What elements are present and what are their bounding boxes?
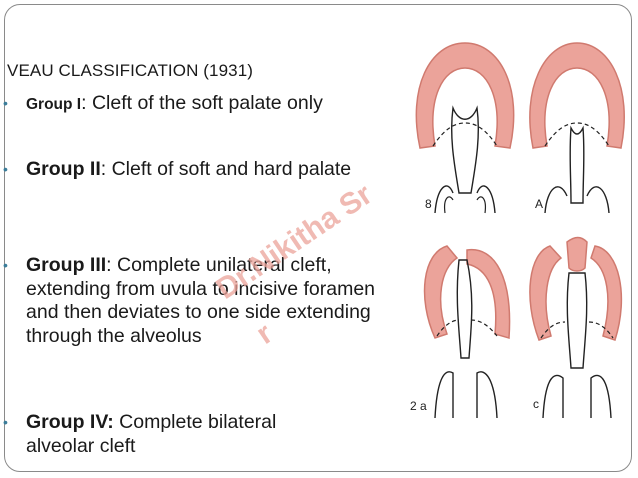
palate-figure-unilateral [423,245,511,419]
palate-figure-soft-hard [529,42,625,214]
bullet-icon: • [3,414,8,430]
slide-title: VEAU CLASSIFICATION (1931) [7,61,254,80]
group-label: Group IV: [26,411,114,433]
group-label: Group II [26,158,101,180]
slide-frame [4,4,632,472]
bullet-icon: • [3,95,8,111]
group-text: : Complete unilateral cleft, extending f… [26,254,376,347]
figure-letter: 2 a [410,399,427,413]
figure-letter: c [533,397,539,411]
group-text: : Cleft of soft and hard palate [100,158,352,180]
palate-figures: 8 A 2 a c [410,42,625,419]
group-text: Complete bilateral alveolar cleft [26,411,277,457]
palate-figure-bilateral [529,236,623,419]
figure-letter: 8 [425,197,432,211]
group-label: Group I [26,96,82,113]
palate-figure-soft [415,42,515,214]
figure-letter: A [535,197,543,211]
bullet-icon: • [3,257,8,273]
group-label: Group III [26,254,107,276]
group-text: : Cleft of the soft palate only [81,92,323,114]
bullet-icon: • [3,161,8,177]
